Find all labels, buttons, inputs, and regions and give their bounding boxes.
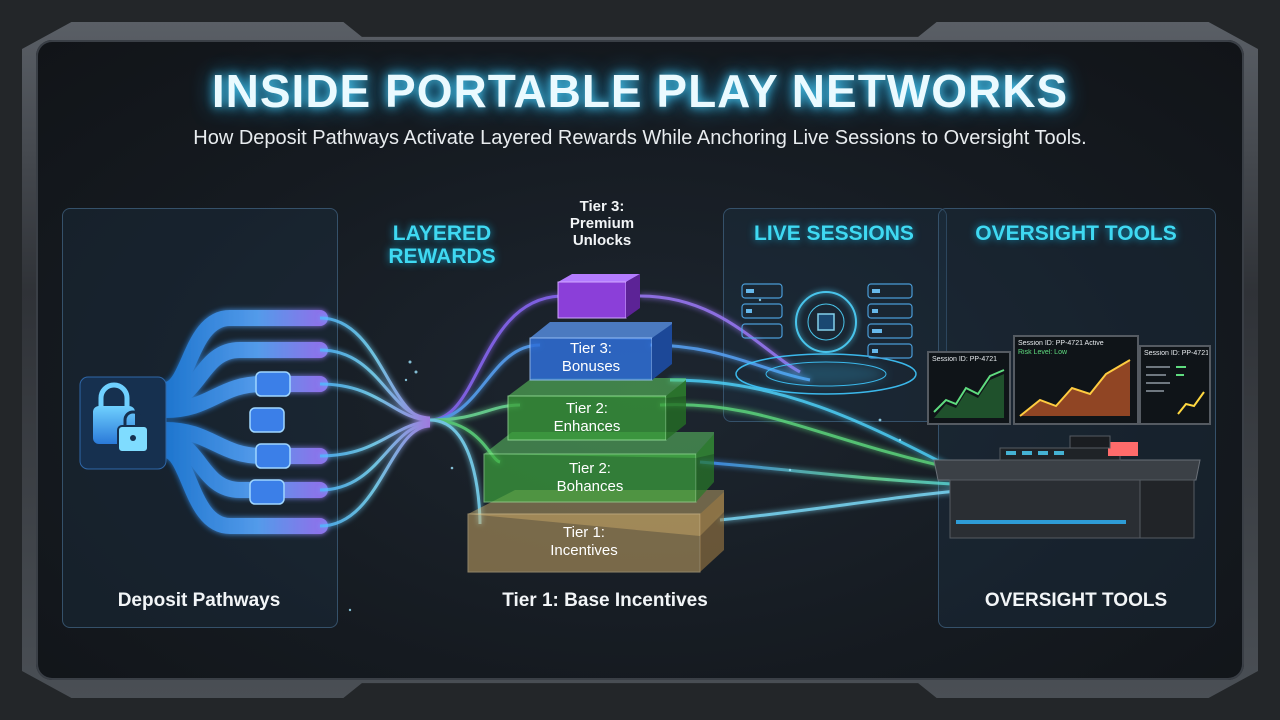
tier-3-bonuses-line2: Bonuses: [561, 358, 621, 375]
tier-2-enhances-line1: Tier 2:: [566, 400, 608, 417]
tier-2-enhances-line2: Enhances: [553, 418, 621, 435]
monitor-right-text: Session ID: PP-4721: [1144, 350, 1208, 357]
data-streams: [319, 294, 991, 528]
tier-2-enhances: Tier 2: Enhances: [508, 400, 666, 436]
monitor-center-text-2: Risk Level: Low: [1018, 349, 1068, 356]
page-subtitle: How Deposit Pathways Activate Layered Re…: [193, 127, 1087, 149]
tier-3-bonuses: Tier 3: Bonuses: [530, 340, 652, 376]
tier-2-bohances-line1: Tier 2:: [569, 460, 611, 477]
layered-rewards-line2: REWARDS: [388, 245, 496, 268]
tier-1-incentives-line1: Tier 1:: [563, 524, 605, 541]
lock-icon: [79, 376, 167, 470]
layered-rewards-line1: LAYERED: [392, 222, 492, 245]
page-title: INSIDE PORTABLE PLAY NETWORKS: [211, 65, 1069, 117]
particles: [348, 298, 902, 612]
base-incentives-caption: Tier 1: Base Incentives: [502, 590, 708, 611]
premium-unlocks-line2: Premium: [569, 215, 635, 232]
monitor-left-text: Session ID: PP-4721: [932, 356, 997, 363]
oversight-tools-caption: OVERSIGHT TOOLS: [984, 590, 1168, 611]
tier-2-bohances-line2: Bohances: [556, 478, 624, 495]
oversight-tools-heading: OVERSIGHT TOOLS: [975, 222, 1177, 245]
tier-3-bonuses-line1: Tier 3:: [570, 340, 612, 357]
monitor-center-text-1: Session ID: PP-4721 Active: [1018, 340, 1104, 347]
tier-2-bohances: Tier 2: Bohances: [484, 460, 696, 496]
hologram-interface: [735, 283, 917, 395]
live-sessions-heading: LIVE SESSIONS: [754, 222, 914, 245]
monitor-console: [927, 335, 1211, 539]
tier-stack: [467, 274, 724, 573]
tier-1-incentives: Tier 1: Incentives: [468, 524, 700, 560]
premium-unlocks-line3: Unlocks: [572, 232, 632, 249]
deposit-pathways-caption: Deposit Pathways: [117, 590, 281, 611]
premium-unlocks-line1: Tier 3:: [579, 198, 625, 215]
tier-1-incentives-line2: Incentives: [550, 542, 618, 559]
layered-rewards-heading: LAYERED REWARDS: [352, 222, 532, 268]
pipe-connectors: [249, 371, 291, 505]
deposit-pipes: [157, 310, 328, 534]
premium-unlocks-label: Tier 3: Premium Unlocks: [540, 198, 664, 249]
